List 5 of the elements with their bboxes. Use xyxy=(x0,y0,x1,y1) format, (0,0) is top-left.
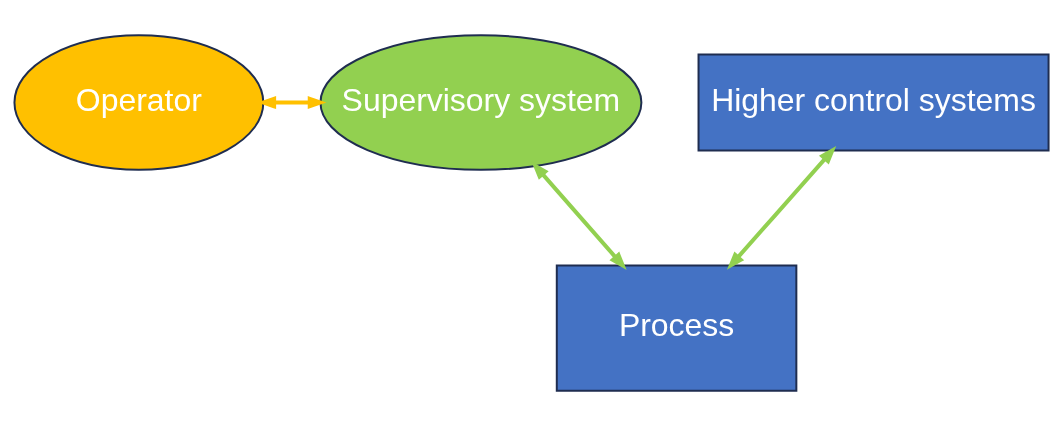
node-box: Higher control systems xyxy=(697,53,1050,151)
node-ellipse: Supervisory system xyxy=(319,33,643,171)
arrow xyxy=(726,145,837,270)
node-ellipse: Operator xyxy=(13,33,265,171)
node-box: Process xyxy=(555,264,798,392)
